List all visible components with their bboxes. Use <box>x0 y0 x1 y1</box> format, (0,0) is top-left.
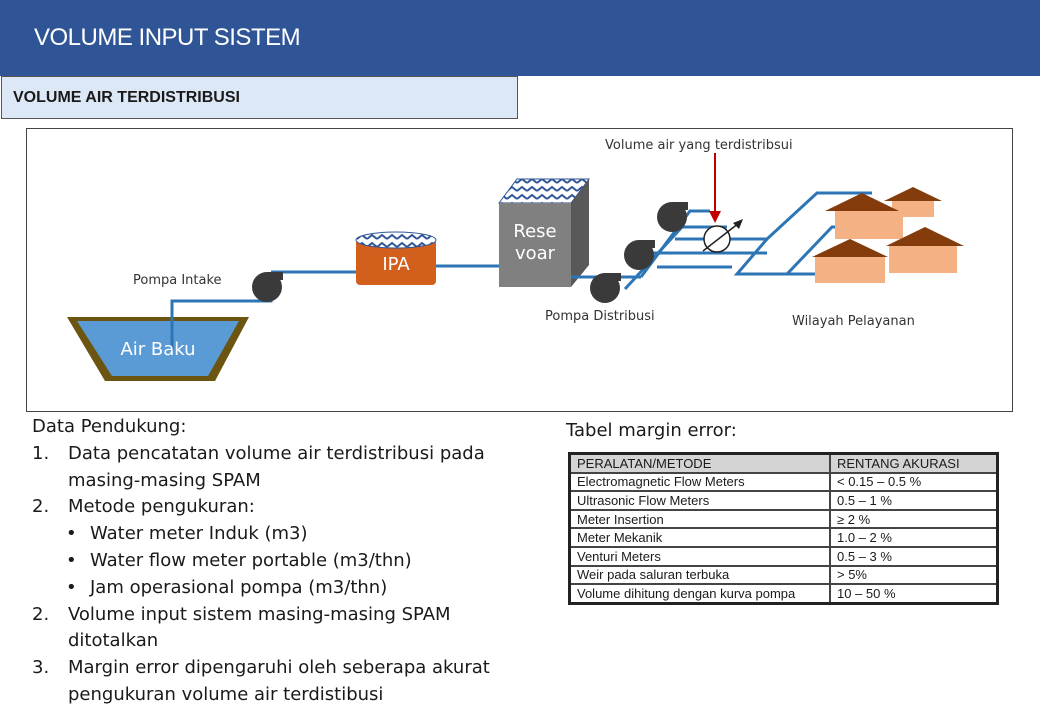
table-cell: 10 – 50 % <box>829 583 999 605</box>
table-cell: ≥ 2 % <box>829 508 999 530</box>
diagram-graphics <box>67 153 964 381</box>
table-row: Ultrasonic Flow Meters 0.5 – 1 % <box>568 490 999 511</box>
distribution-diagram: Air Baku Pompa Intake IPA Rese voar Pomp… <box>26 128 1013 412</box>
table-header-cell: PERALATAN/METODE <box>568 452 831 474</box>
table-cell: Ultrasonic Flow Meters <box>568 490 831 511</box>
table-cell: Venturi Meters <box>568 545 831 567</box>
air-baku-label: Air Baku <box>120 339 196 360</box>
list-number: 2. <box>32 603 50 625</box>
table-title: Tabel margin error: <box>566 420 737 441</box>
list-item: 2. Metode pengukuran: <box>32 494 502 521</box>
bullet-text: Water flow meter portable (m3/thn) <box>90 549 412 571</box>
list-item: 3. Margin error dipengaruhi oleh seberap… <box>32 655 502 709</box>
ipa-label: IPA <box>382 254 410 275</box>
table-header-cell: RENTANG AKURASI <box>829 452 999 474</box>
list-text: Metode pengukuran: <box>68 496 255 518</box>
section-title: VOLUME AIR TERDISTRIBUSI <box>13 89 240 106</box>
page-title: VOLUME INPUT SISTEM <box>34 24 301 51</box>
list-text: Volume input sistem masing-masing SPAM d… <box>68 603 451 652</box>
pompa-distribusi-label: Pompa Distribusi <box>545 309 655 324</box>
house-icon-3 <box>812 239 888 283</box>
bullet-icon: • <box>66 523 77 545</box>
table-cell: Weir pada saluran terbuka <box>568 564 831 586</box>
bullet-item: • Water meter Induk (m3) <box>32 521 502 548</box>
list-number: 3. <box>32 657 50 679</box>
table-cell: Meter Mekanik <box>568 527 831 548</box>
table-cell: > 5% <box>829 564 999 586</box>
list-text: Margin error dipengaruhi oleh seberapa a… <box>68 657 490 705</box>
bullet-item: • Water flow meter portable (m3/thn) <box>32 548 502 575</box>
table-row: Volume dihitung dengan kurva pompa 10 – … <box>568 583 999 605</box>
table-row: Venturi Meters 0.5 – 3 % <box>568 545 999 567</box>
supporting-data: Data Pendukung: 1. Data pencatatan volum… <box>32 414 502 709</box>
bullet-icon: • <box>66 576 77 598</box>
table-cell: 1.0 – 2 % <box>829 527 999 548</box>
volume-air-label: Volume air yang terdistribsui <box>605 138 793 153</box>
table-header-row: PERALATAN/METODE RENTANG AKURASI <box>568 452 999 474</box>
list-item: 2. Volume input sistem masing-masing SPA… <box>32 602 502 656</box>
bullet-text: Jam operasional pompa (m3/thn) <box>90 576 388 598</box>
table-cell: Volume dihitung dengan kurva pompa <box>568 583 831 605</box>
list-item: 1. Data pencatatan volume air terdistrib… <box>32 441 502 495</box>
air-baku-water <box>77 321 239 376</box>
table-cell: Electromagnetic Flow Meters <box>568 471 831 493</box>
reservoar-label-line1: Rese <box>513 221 557 242</box>
reservoar-tank <box>499 203 571 287</box>
list-number: 1. <box>32 442 50 464</box>
section-title-box: VOLUME AIR TERDISTRIBUSI <box>1 76 518 119</box>
table-row: Meter Insertion ≥ 2 % <box>568 508 999 530</box>
pompa-intake-label: Pompa Intake <box>133 273 222 288</box>
list-number: 2. <box>32 496 50 518</box>
bullet-item: • Jam operasional pompa (m3/thn) <box>32 575 502 602</box>
table-cell: 0.5 – 1 % <box>829 490 999 511</box>
header-bar: VOLUME INPUT SISTEM <box>0 0 1040 76</box>
bullet-text: Water meter Induk (m3) <box>90 523 308 545</box>
bullet-icon: • <box>66 549 77 571</box>
table-row: Weir pada saluran terbuka > 5% <box>568 564 999 586</box>
wilayah-pelayanan-label: Wilayah Pelayanan <box>792 314 915 329</box>
table-row: Electromagnetic Flow Meters < 0.15 – 0.5… <box>568 471 999 493</box>
house-icon-2 <box>825 193 903 239</box>
ipa-tank <box>356 239 436 285</box>
table-cell: < 0.15 – 0.5 % <box>829 471 999 493</box>
house-icon-4 <box>886 227 964 273</box>
reservoar-label: Rese voar <box>499 221 571 265</box>
reservoar-label-line2: voar <box>514 243 556 264</box>
list-text: Data pencatatan volume air terdistribusi… <box>68 442 485 491</box>
table-cell: Meter Insertion <box>568 508 831 530</box>
margin-error-table: PERALATAN/METODE RENTANG AKURASI Electro… <box>568 452 999 605</box>
table-cell: 0.5 – 3 % <box>829 545 999 567</box>
table-row: Meter Mekanik 1.0 – 2 % <box>568 527 999 548</box>
supporting-data-heading: Data Pendukung: <box>32 416 187 437</box>
